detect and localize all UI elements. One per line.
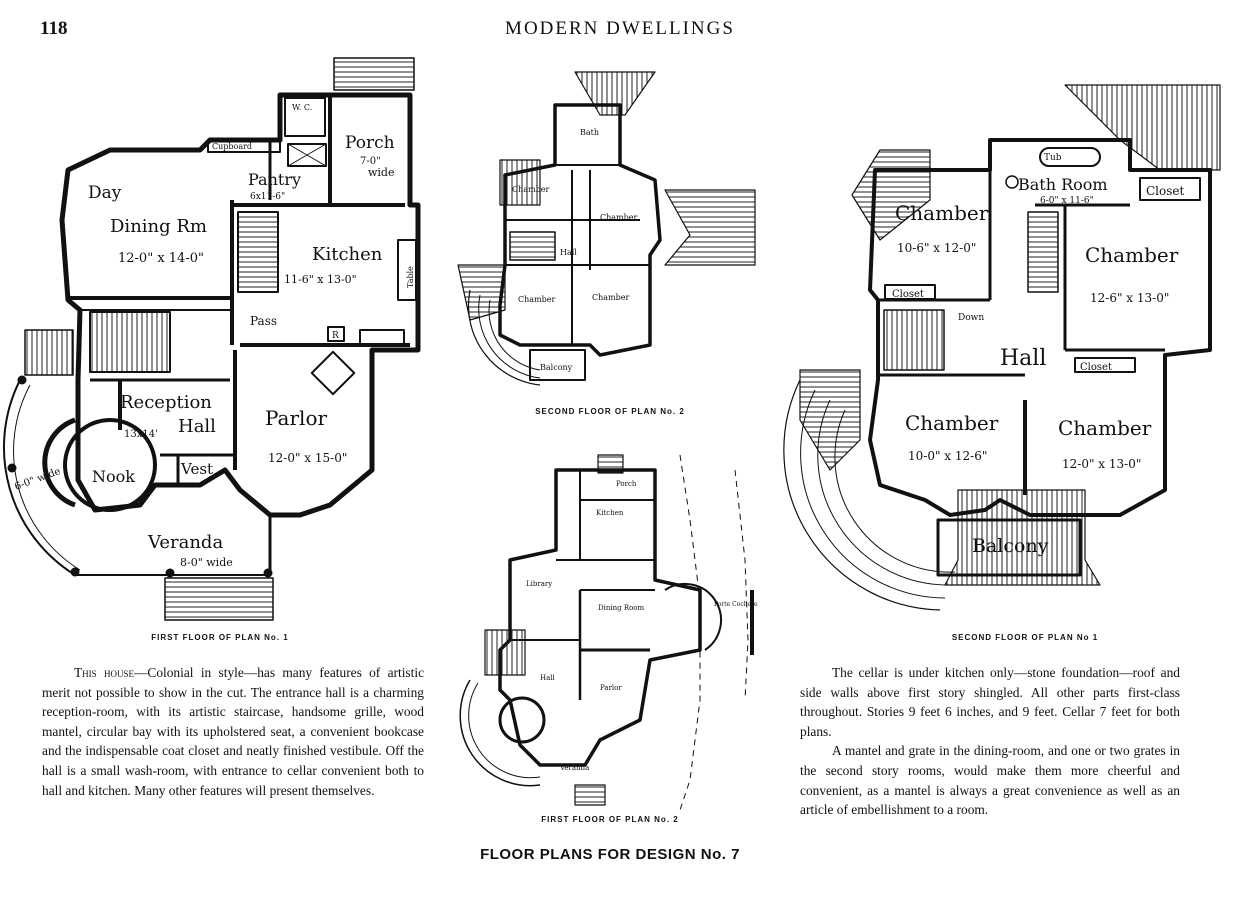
p1-day: Day [88, 183, 122, 203]
p2f-kitchen: Kitchen [596, 509, 624, 517]
p1s-closet1: Closet [1146, 184, 1185, 198]
page-number: 118 [40, 18, 68, 39]
p1s-closet2: Closet [892, 289, 924, 300]
p1-vest: Vest [180, 460, 213, 478]
p1s-chamber3: Chamber [905, 411, 999, 435]
p1-veranda-wide: 8-0" wide [180, 556, 233, 569]
plan1-second-floor [783, 84, 1221, 611]
plan2-second-floor [457, 71, 756, 386]
p1s-down: Down [958, 313, 984, 323]
p1-dining-dim: 12-0" x 14-0" [118, 251, 204, 266]
lead-text: This house [74, 665, 134, 680]
p2s-chamber2: Chamber [600, 213, 637, 222]
caption-first-floor-plan2: FIRST FLOOR OF PLAN No. 2 [541, 815, 679, 824]
right-para-1: The cellar is under kitchen only—stone f… [800, 665, 1180, 739]
p1-table: Table [406, 266, 415, 288]
p1-pantry: Pantry [248, 170, 301, 189]
p1-reception: Reception [120, 392, 212, 413]
p1-porch: Porch [345, 133, 395, 153]
p2s-chamber4: Chamber [592, 293, 629, 302]
p1-parlor: Parlor [265, 406, 327, 430]
p1-r: R [332, 331, 339, 341]
p1-parlor-dim: 12-0" x 15-0" [268, 451, 347, 465]
p1-pass: Pass [250, 314, 277, 328]
left-text-column: This house—Colonial in style—has many fe… [42, 663, 424, 800]
plan1-first-floor [2, 57, 421, 621]
right-text-column: The cellar is under kitchen only—stone f… [800, 663, 1180, 820]
p1s-balcony: Balcony [972, 535, 1049, 557]
p1-porch-wide: wide [368, 166, 395, 179]
p2s-chamber3: Chamber [518, 295, 555, 304]
p2f-veranda: Veranda [559, 764, 589, 772]
p1-cupboard: Cupboard [212, 142, 252, 151]
p1s-c3-dim: 10-0" x 12-6" [908, 449, 987, 463]
p1s-chamber4: Chamber [1058, 416, 1152, 440]
p1-veranda: Veranda [147, 532, 223, 553]
right-para-2: A mantel and grate in the dining-room, a… [800, 743, 1180, 818]
p1s-chamber2: Chamber [1085, 243, 1179, 267]
p2f-hall: Hall [540, 674, 556, 682]
p1-kitchen-dim: 11-6" x 13-0" [284, 273, 357, 286]
p1s-bath: Bath Room [1018, 175, 1108, 194]
p2f-porch: Porch [616, 480, 637, 488]
p2f-parlor: Parlor [600, 684, 622, 692]
caption-second-floor-plan2: SECOND FLOOR OF PLAN No. 2 [535, 407, 685, 416]
plan2-first-floor [459, 454, 754, 811]
p1s-closet3: Closet [1080, 362, 1112, 373]
p1s-hall: Hall [1000, 346, 1046, 371]
p1-wc: W. C. [292, 103, 312, 112]
caption-second-floor-plan1: SECOND FLOOR OF PLAN No 1 [951, 633, 1099, 642]
p1s-bath-dim: 6-0" x 11-6" [1040, 196, 1094, 206]
p1-pantry-dim: 6x11-6" [250, 192, 285, 202]
p2f-porte: Porte Cochere [714, 601, 758, 608]
p2s-chamber1: Chamber [512, 185, 549, 194]
p1s-chamber1: Chamber [895, 201, 989, 225]
p2s-hall: Hall [560, 248, 577, 257]
p1-nook: Nook [92, 467, 135, 486]
design-title: FLOOR PLANS FOR DESIGN No. 7 [480, 846, 740, 863]
p1s-c4-dim: 12-0" x 13-0" [1062, 457, 1141, 471]
p2f-library: Library [526, 580, 552, 588]
p2s-bath: Bath [580, 128, 599, 137]
p1s-c1-dim: 10-6" x 12-0" [897, 241, 976, 255]
p1s-tub: Tub [1044, 153, 1062, 163]
p1-dining: Dining Rm [110, 216, 207, 237]
p1-kitchen: Kitchen [312, 244, 383, 265]
p1-hall: Hall [178, 416, 216, 437]
p1s-c2-dim: 12-6" x 13-0" [1090, 291, 1169, 305]
p2s-balcony: Balcony [540, 363, 573, 372]
caption-first-floor-plan1: FIRST FLOOR OF PLAN No. 1 [151, 633, 289, 642]
running-title: MODERN DWELLINGS [505, 18, 735, 39]
p2f-dining: Dining Room [598, 604, 645, 612]
p1-porch-dim: 7-0" [360, 156, 381, 167]
left-body-text: —Colonial in style—has many features of … [42, 665, 425, 798]
p1-reception-dim: 13x14' [124, 429, 158, 440]
